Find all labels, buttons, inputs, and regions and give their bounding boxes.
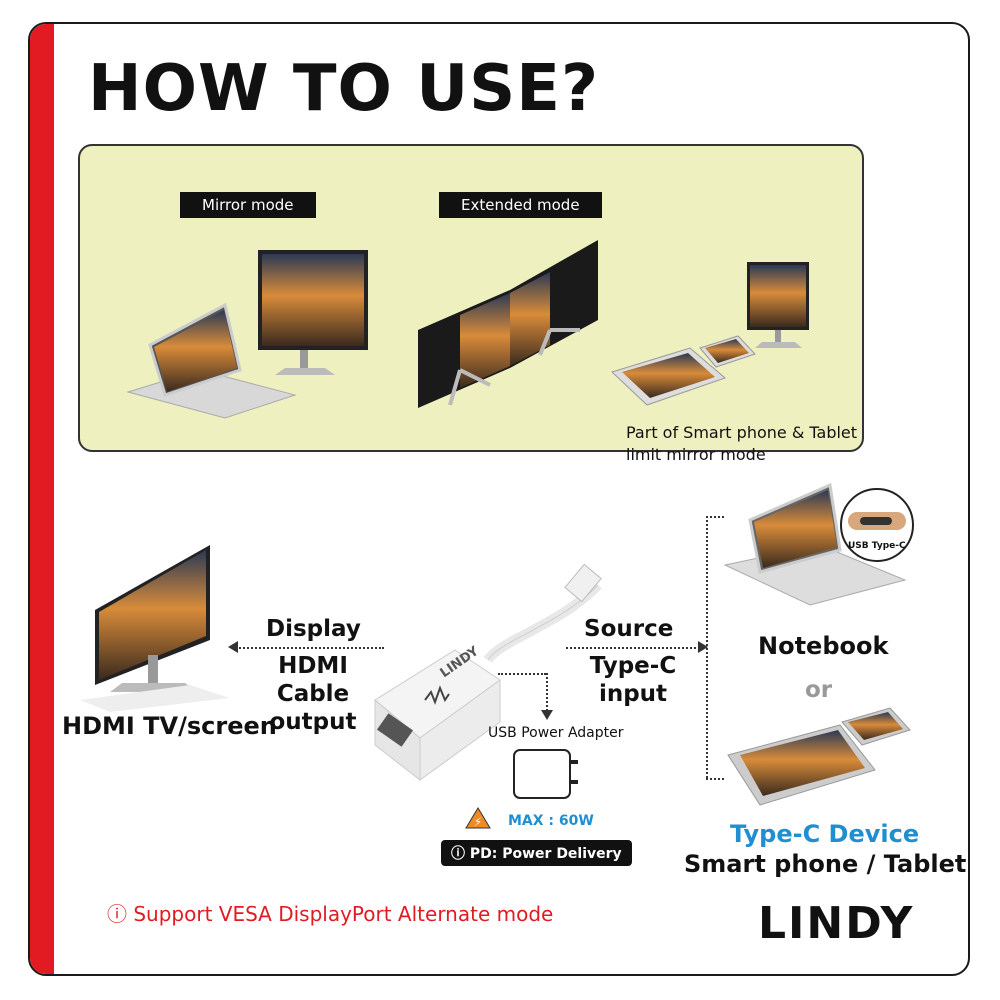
red-side-bar [30, 24, 54, 974]
or-label: or [805, 677, 833, 703]
type-c-input: Type-C input [563, 652, 703, 708]
type-c-device-label: Type-C Device [730, 820, 920, 848]
bracket-bottom [706, 778, 724, 780]
hdmi-cable-line1: HDMI Cable [276, 653, 350, 707]
bracket-top [706, 516, 724, 518]
notebook-label: Notebook [758, 632, 889, 660]
alert-icon: ⓘ [107, 902, 127, 926]
source-arrow-line [566, 647, 700, 649]
display-label: Display [266, 616, 361, 642]
phone-limit-note: Part of Smart phone & Tablet limit mirro… [626, 422, 857, 466]
phone-note-line1: Part of Smart phone & Tablet [626, 423, 858, 442]
vesa-note: ⓘ Support VESA DisplayPort Alternate mod… [107, 898, 553, 927]
type-c-line1: Type-C [589, 653, 677, 679]
lindy-logo: LINDY [758, 898, 915, 949]
display-arrow-line [236, 647, 384, 649]
info-icon: ⓘ [451, 846, 465, 862]
pd-badge: ⓘ PD: Power Delivery [441, 840, 632, 866]
smartphone-tablet-label: Smart phone / Tablet [684, 850, 967, 878]
usb-type-c-badge: USB Type-C [848, 541, 906, 551]
usb-power-adapter-label: USB Power Adapter [488, 725, 624, 741]
source-bracket-line [706, 516, 708, 778]
extended-mode-label: Extended mode [439, 192, 602, 218]
phone-note-line2: limit mirror mode [626, 445, 766, 464]
power-arrow-v [546, 673, 548, 711]
mirror-mode-label: Mirror mode [180, 192, 316, 218]
power-arrow-h [498, 673, 546, 675]
type-c-line2: input [598, 681, 668, 707]
hdmi-cable-output: HDMI Cable output [243, 652, 383, 736]
page-title: HOW TO USE? [88, 52, 600, 126]
hdmi-cable-line2: output [269, 709, 357, 735]
svg-text:⚡: ⚡ [474, 815, 482, 829]
vesa-note-text: Support VESA DisplayPort Alternate mode [133, 902, 554, 926]
max-power-label: MAX : 60W [508, 813, 594, 829]
source-label: Source [584, 616, 674, 642]
hdmi-screen-label: HDMI TV/screen [62, 712, 277, 740]
pd-label: PD: Power Delivery [469, 846, 622, 862]
